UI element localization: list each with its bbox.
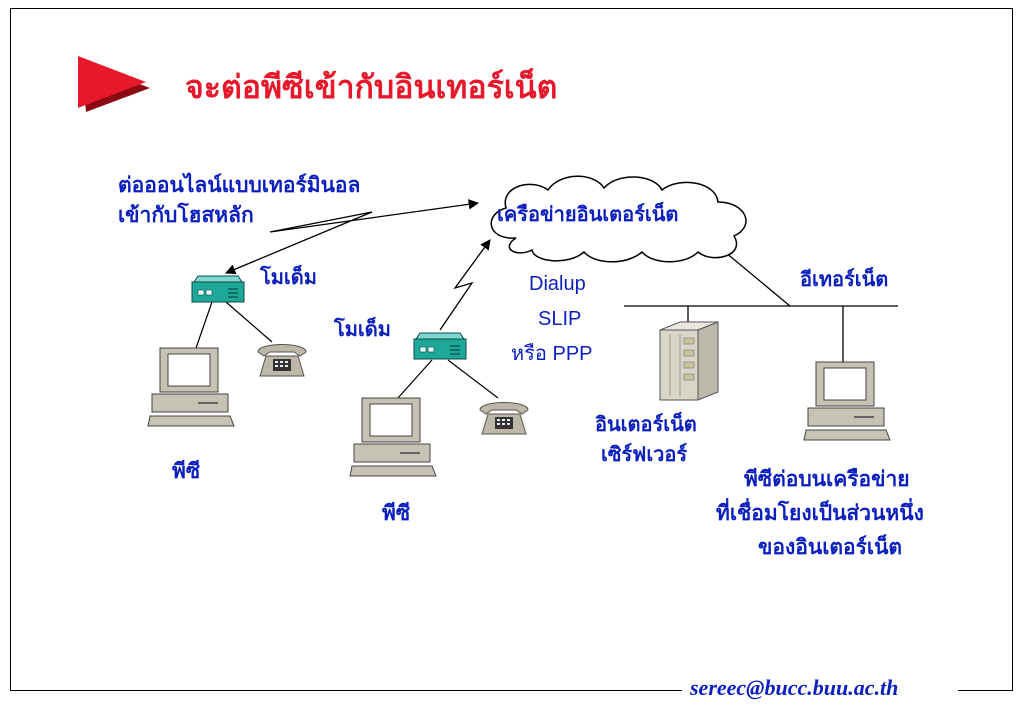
computer-icon [803,361,891,441]
label-lan-pc-line1: พีซีต่อบนเครือข่าย [744,466,910,491]
pointer-triangle-icon [78,56,150,112]
label-or-ppp: หรือ PPP [511,343,593,365]
server-icon [659,321,719,401]
bottom-rule-right [958,690,1013,691]
footer-email: sereec@bucc.buu.ac.th [690,675,899,700]
label-terminal-line2: เข้ากับโฮสหลัก [118,202,254,227]
label-dialup: Dialup [529,273,586,295]
computer-icon [349,397,437,477]
label-terminal-line1: ต่อออนไลน์แบบเทอร์มินอล [118,172,361,197]
computer-icon [147,347,235,427]
label-modem-left: โมเด็ม [260,265,317,289]
label-server-line2: เซิร์ฟเวอร์ [601,442,688,466]
label-pc-middle: พีซี [382,500,411,525]
label-server-line1: อินเตอร์เน็ต [595,412,697,436]
label-modem-middle: โมเด็ม [334,317,391,341]
modem-icon [191,275,245,303]
label-internet-network: เครือข่ายอินเตอร์เน็ต [497,202,679,226]
telephone-icon [479,402,529,435]
label-ethernet: อีเทอร์เน็ต [800,267,889,291]
telephone-icon [257,344,307,377]
modem-icon [413,332,467,360]
slide-frame [10,8,1013,691]
label-pc-left: พีซี [172,458,201,483]
slide-title: จะต่อพีซีเข้ากับอินเทอร์เน็ต [185,68,558,106]
label-lan-pc-line3: ของอินเตอร์เน็ต [758,534,903,559]
bottom-rule-left [10,690,682,691]
cloud-icon [490,175,747,263]
label-lan-pc-line2: ที่เชื่อมโยงเป็นส่วนหนึ่ง [716,500,924,525]
label-slip: SLIP [538,308,582,330]
